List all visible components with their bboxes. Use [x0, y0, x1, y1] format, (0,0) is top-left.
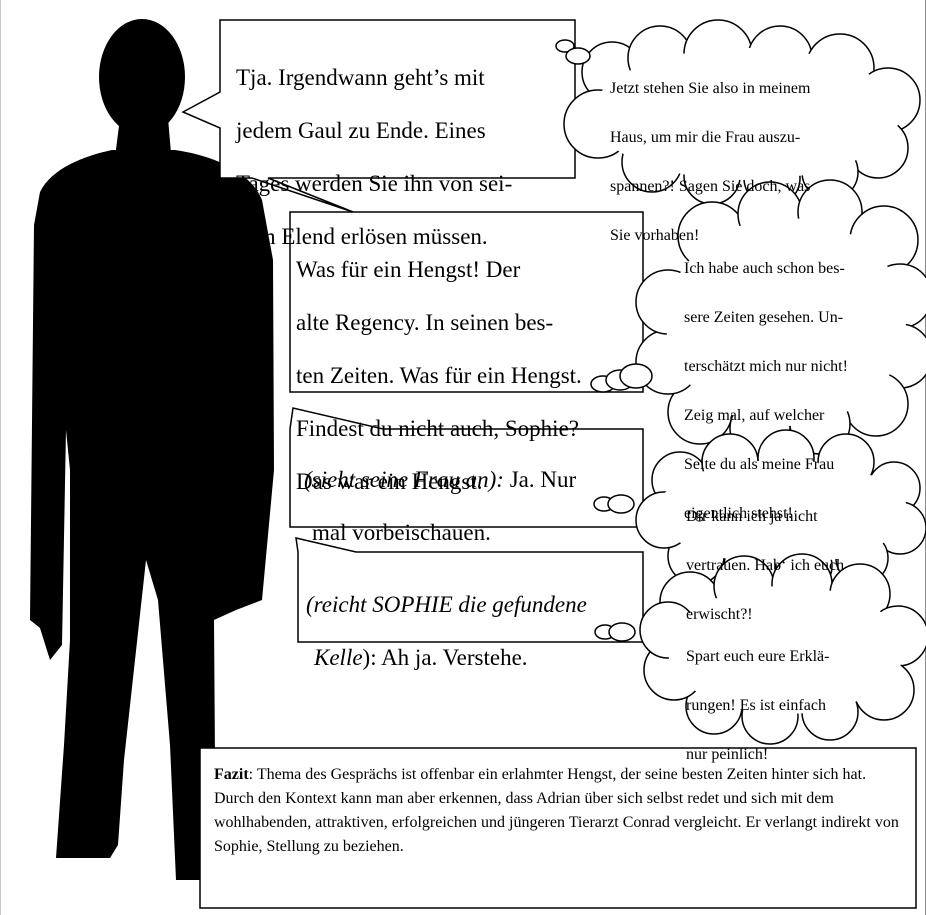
conclusion-text: Fazit: Thema des Gesprächs ist offenbar … — [214, 763, 904, 859]
speech-bubble-2 — [289, 211, 644, 393]
thought-1-line: Haus, um mir die Frau auszu- — [610, 128, 801, 146]
stage-direction: (sieht seine Frau an): — [304, 466, 504, 492]
thought-3-line: vertrauen. Hab‘ ich euch — [686, 556, 845, 574]
silhouette-body — [30, 150, 274, 880]
thought-1-line: Jetzt stehen Sie also in meinem — [610, 79, 811, 97]
thought-cloud-4 — [594, 553, 926, 745]
speech-2-line: Was für ein Hengst! Der — [296, 256, 521, 282]
speech-2-line: alte Regency. In seinen bes- — [296, 309, 554, 335]
thought-cloud-3-text: Dir kann ich ja nicht vertrauen. Hab‘ ic… — [686, 480, 844, 652]
silhouette-head — [99, 19, 185, 135]
conclusion-box — [199, 747, 917, 909]
thought-2-line: eigentlich stehst! — [684, 504, 793, 522]
speech-2-line: Das war ein Hengst. — [296, 468, 483, 494]
thought-2-line: terschätzt mich nur nicht! — [684, 357, 848, 375]
stage-direction: Kelle — [314, 644, 363, 670]
thought-cloud-2-text: Ich habe auch schon bes- sere Zeiten ges… — [684, 232, 848, 551]
man-silhouette — [30, 19, 274, 880]
thought-4-line: Spart euch eure Erklä- — [686, 647, 830, 665]
stage-direction: (reicht SOPHIE die gefundene — [306, 591, 587, 617]
speech-4-line-2: Kelle): Ah ja. Verstehe. — [306, 645, 587, 672]
speech-bubble-2-text: Was für ein Hengst! Der alte Regency. In… — [296, 230, 582, 522]
thought-2-line: Ich habe auch schon bes- — [684, 259, 845, 277]
thought-1-line: Sie vorhaben! — [610, 226, 700, 244]
speech-1-line: Tages werden Sie ihn von sei- — [236, 170, 513, 196]
speech-bubble-3-text: (sieht seine Frau an): Ja. Nur mal vorbe… — [304, 440, 576, 573]
thought-3-line: erwischt?! — [686, 605, 753, 623]
thought-cloud-2 — [590, 179, 926, 459]
conclusion-body: : Thema des Gesprächs ist offenbar ein e… — [214, 766, 899, 855]
speech-4-line-1: (reicht SOPHIE die gefundene — [306, 592, 587, 619]
speech-1-line: nem Elend erlösen müssen. — [236, 223, 488, 249]
thought-cloud-4-text: Spart euch eure Erklä- rungen! Es ist ei… — [686, 620, 829, 792]
speech-3-text: Ja. Nur — [503, 466, 577, 492]
speech-4-text: ): Ah ja. Verstehe. — [362, 644, 528, 670]
speech-bubble-3 — [289, 407, 644, 528]
thought-1-line: spannen?! Sagen Sie doch, was — [610, 177, 811, 195]
speech-2-line: ten Zeiten. Was für ein Hengst. — [296, 362, 582, 388]
thought-2-line: sere Zeiten gesehen. Un- — [684, 308, 844, 326]
thought-cloud-1-text: Jetzt stehen Sie also in meinem Haus, um… — [610, 52, 810, 273]
conclusion-label: Fazit — [214, 766, 249, 783]
speech-bubble-1-text: Tja. Irgendwann geht’s mit jedem Gaul zu… — [236, 38, 512, 277]
thought-cloud-3 — [593, 429, 926, 593]
speech-3-line-1: (sieht seine Frau an): Ja. Nur — [304, 467, 576, 494]
speech-1-line: jedem Gaul zu Ende. Eines — [236, 117, 486, 143]
speech-3-line-2: mal vorbeischauen. — [312, 519, 491, 545]
speech-bubble-4 — [295, 537, 644, 643]
thought-3-line: Dir kann ich ja nicht — [686, 507, 818, 525]
speech-2-line: Findest du nicht auch, Sophie? — [296, 415, 579, 441]
thought-2-line: Seite du als meine Frau — [684, 455, 835, 473]
thought-4-line: nur peinlich! — [686, 745, 769, 763]
thought-4-line: rungen! Es ist einfach — [686, 696, 826, 714]
speech-1-line: Tja. Irgendwann geht’s mit — [236, 64, 485, 90]
thought-2-line: Zeig mal, auf welcher — [684, 406, 825, 424]
speech-bubble-4-text: (reicht SOPHIE die gefundene Kelle): Ah … — [306, 565, 587, 698]
